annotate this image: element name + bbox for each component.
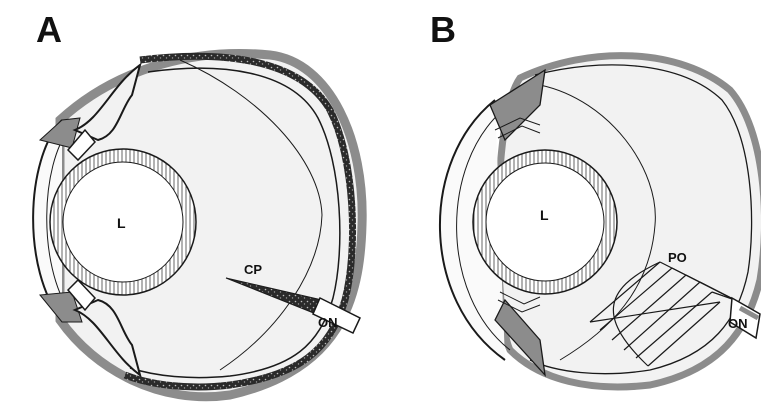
panel-b: B L (430, 9, 761, 387)
panel-b-po-label: PO (668, 250, 687, 265)
panel-b-lens-label: L (540, 207, 549, 223)
panel-a-letter: A (36, 9, 62, 50)
panel-b-letter: B (430, 9, 456, 50)
panel-a-lens-label: L (117, 215, 126, 231)
panel-a-cp-label: CP (244, 262, 262, 277)
panel-a-on-label: ON (318, 315, 338, 330)
panel-a: A L CP ON (33, 9, 362, 397)
panel-b-on-label: ON (728, 316, 748, 331)
